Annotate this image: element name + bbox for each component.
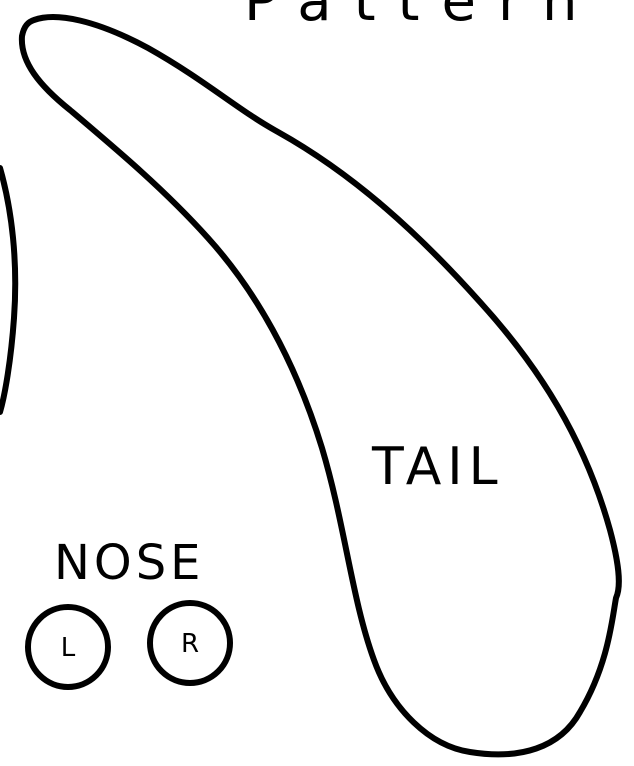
tail-label: TAIL xyxy=(371,437,504,497)
nose-left-circle xyxy=(25,604,111,690)
tail-piece-outline xyxy=(18,14,622,758)
nose-left-label: L xyxy=(61,633,76,663)
nose-right-label: R xyxy=(181,629,199,659)
nose-right-circle xyxy=(147,600,233,686)
left-edge-piece-outline xyxy=(0,165,19,415)
nose-label: NOSE xyxy=(54,535,204,591)
pattern-title: Pattern xyxy=(244,0,599,34)
